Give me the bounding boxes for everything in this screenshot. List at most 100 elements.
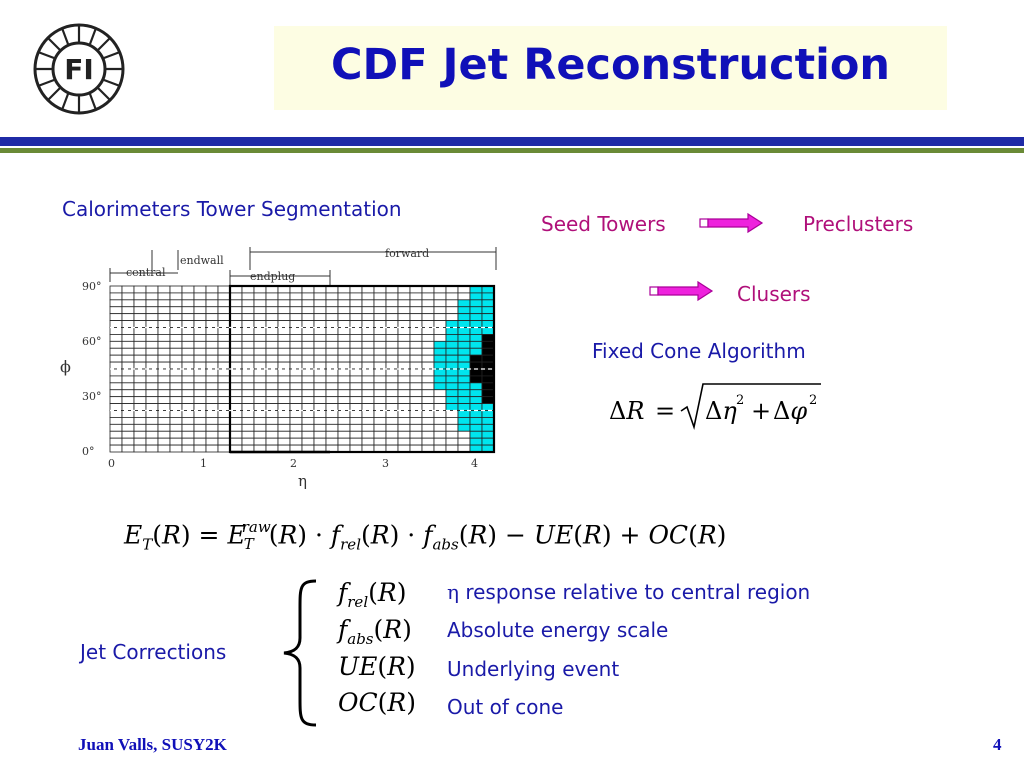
tower-plug [481, 320, 495, 328]
tower-plug [289, 320, 303, 328]
tower-plug [301, 334, 315, 342]
tower-plug [289, 313, 303, 321]
tower-plug [445, 430, 459, 439]
tower-plug [265, 320, 279, 328]
tower-central [193, 285, 207, 294]
tower-plug [385, 327, 399, 335]
tower-plug [373, 410, 387, 418]
tower-plug [241, 334, 255, 342]
tower-plug [277, 299, 291, 308]
tower-plug [469, 299, 483, 308]
tower-central [121, 444, 135, 453]
curly-brace-icon [283, 579, 317, 727]
tower-central [157, 320, 171, 328]
tower-plug [433, 299, 447, 308]
svg-text:ΔR: ΔR [609, 397, 644, 425]
tower-central [181, 299, 195, 308]
tower-plug [337, 334, 351, 342]
tower-central [205, 375, 219, 384]
tower-plug [277, 327, 291, 335]
tower-plug [361, 361, 375, 370]
tower-plug [361, 313, 375, 321]
tower-central [109, 313, 123, 321]
tower-plug [277, 361, 291, 370]
tower-plug [397, 334, 411, 342]
tower-plug [385, 437, 399, 446]
tower-plug [421, 361, 435, 370]
tower-plug [373, 437, 387, 446]
tower-plug [277, 320, 291, 328]
tower-plug [421, 299, 435, 308]
tower-plug [433, 423, 447, 432]
tower-plug [241, 354, 255, 363]
tower-central [205, 368, 219, 377]
tower-central [169, 334, 183, 342]
tower-plug [229, 403, 243, 411]
tower-plug [349, 313, 363, 321]
tower-central [205, 437, 219, 446]
tower-central [157, 444, 171, 453]
tower-plug [445, 313, 459, 321]
tower-plug [385, 334, 399, 342]
tower-central [145, 292, 159, 301]
tower-plug [277, 417, 291, 425]
header-bar-blue [0, 137, 1024, 146]
tower-central [133, 327, 147, 335]
tower-central [157, 327, 171, 335]
phi-tick-0: 0° [82, 445, 95, 458]
tower-central [157, 292, 171, 301]
tower-plug [373, 423, 387, 432]
tower-central [181, 410, 195, 418]
tower-plug [397, 354, 411, 363]
tower-plug [313, 320, 327, 328]
tower-plug [409, 396, 423, 404]
tower-plug [433, 375, 447, 384]
tower-plug [373, 299, 387, 308]
tower-central [169, 320, 183, 328]
tower-plug [397, 327, 411, 335]
tower-central [109, 444, 123, 453]
tower-central [157, 285, 171, 294]
tower-central [217, 340, 231, 349]
tower-plug [385, 396, 399, 404]
tower-plug [445, 368, 459, 377]
tower-plug [289, 368, 303, 377]
tower-plug [313, 403, 327, 411]
tower-plug [385, 361, 399, 370]
tower-plug [349, 423, 363, 432]
tower-plug [361, 354, 375, 363]
tower-plug [481, 423, 495, 432]
tower-central [109, 334, 123, 342]
tower-plug [409, 327, 423, 335]
tower-central [181, 334, 195, 342]
tower-plug [457, 292, 471, 301]
tower-plug [433, 430, 447, 439]
tower-central [217, 423, 231, 432]
tower-central [145, 354, 159, 363]
tower-plug [469, 410, 483, 418]
tower-plug [445, 327, 459, 335]
tower-central [217, 430, 231, 439]
tower-central [169, 299, 183, 308]
tower-central [205, 313, 219, 321]
tower-plug [457, 403, 471, 411]
tower-plug [337, 327, 351, 335]
tower-plug [457, 299, 471, 308]
tower-central [193, 361, 207, 370]
tower-central [157, 389, 171, 398]
tower-plug [289, 423, 303, 432]
tower-plug [277, 423, 291, 432]
eta-tick-1: 1 [200, 457, 207, 470]
tower-central [145, 340, 159, 349]
tower-plug [241, 306, 255, 315]
tower-plug [289, 396, 303, 404]
tower-plug [313, 389, 327, 398]
phi-tick-60: 60° [82, 335, 102, 348]
tower-plug [397, 430, 411, 439]
tower-plug [445, 389, 459, 398]
tower-central [205, 292, 219, 301]
tower-plug [265, 423, 279, 432]
fixed-cone-label: Fixed Cone Algorithm [592, 339, 806, 363]
tower-plug [373, 375, 387, 384]
tower-plug [337, 430, 351, 439]
